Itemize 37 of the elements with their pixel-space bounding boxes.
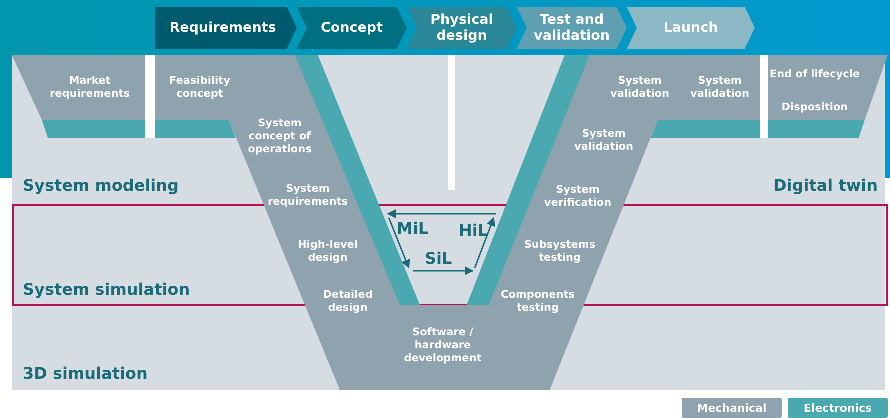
stage-label: Components testing	[500, 289, 576, 315]
loop-label: SiL	[425, 249, 452, 268]
stage-label: System validation	[689, 75, 751, 101]
stage-label: High-level design	[296, 239, 360, 265]
stage-label: System concept of operations	[247, 118, 313, 156]
phase-banner	[407, 7, 517, 49]
stage-label: Feasibility concept	[168, 75, 232, 101]
stage-label: System verification	[543, 184, 613, 210]
phase-label: Concept	[320, 20, 384, 36]
phase-banner	[297, 7, 407, 49]
stage-label: Market requirements	[49, 75, 131, 101]
phase-label: Launch	[664, 20, 718, 36]
stage-label: System requirements	[267, 183, 349, 209]
section-label: 3D simulation	[23, 364, 148, 383]
stage-panel	[12, 55, 145, 138]
stage-label: System validation	[609, 75, 671, 101]
phase-label: Test and validation	[533, 12, 611, 44]
stage-label: Software / hardware development	[403, 326, 483, 366]
stage-label: Subsystems testing	[523, 239, 597, 265]
section-label: Digital twin	[773, 176, 878, 195]
phase-banner	[517, 7, 627, 49]
legend-label: Electronics	[804, 402, 872, 414]
phase-label: Physical design	[430, 12, 494, 44]
stage-label: End of lifecycle	[768, 68, 862, 82]
loop-label: MiL	[397, 219, 429, 238]
stage-label: Detailed design	[322, 289, 374, 315]
phase-banner	[155, 7, 297, 49]
phase-label: Requirements	[170, 20, 276, 36]
stage-panel	[768, 55, 888, 138]
loop-label: HiL	[459, 221, 488, 240]
section-label: System modeling	[23, 176, 179, 195]
band-label: System simulation	[23, 280, 190, 299]
stage-label: Disposition	[780, 102, 850, 114]
simulation-band	[12, 204, 262, 306]
legend-label: Mechanical	[697, 402, 767, 414]
stage-label: System validation	[573, 128, 635, 154]
phase-banner	[627, 7, 755, 49]
